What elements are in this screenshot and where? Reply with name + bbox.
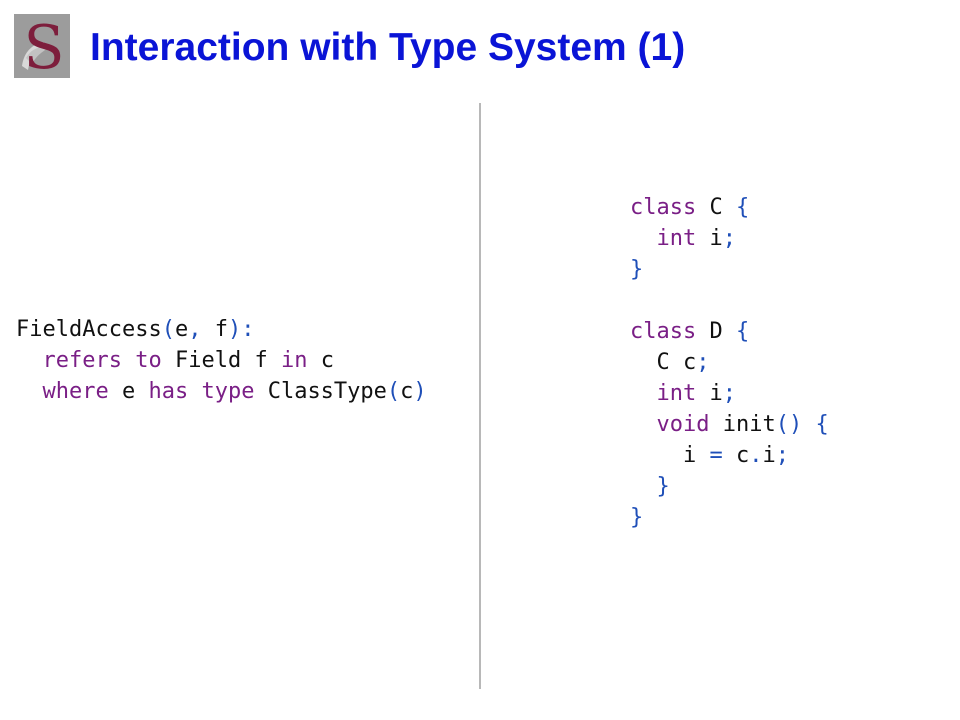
code-keyword: refers to [42, 348, 162, 373]
slide-title: Interaction with Type System (1) [90, 26, 686, 69]
code-token: C [656, 350, 670, 375]
code-token [307, 348, 320, 373]
code-token [723, 319, 736, 344]
code-token: e [174, 317, 189, 342]
code-token [135, 379, 148, 404]
code-token [696, 319, 709, 344]
code-token: i [682, 443, 697, 468]
code-punctuation: } [630, 257, 644, 282]
code-token: i [762, 443, 776, 468]
code-line: class C { [630, 192, 829, 223]
code-punctuation: ; [696, 350, 710, 375]
code-token [109, 379, 122, 404]
code-line: } [630, 471, 829, 502]
code-punctuation: ; [775, 443, 789, 468]
code-token: c [400, 379, 414, 404]
code-token: Field [174, 348, 242, 373]
code-line: class D { [630, 316, 829, 347]
code-token: c [320, 348, 334, 373]
code-token [268, 348, 281, 373]
code-token: f [254, 348, 268, 373]
field-access-rule-code: FieldAccess(e, f): refers to Field f in … [16, 314, 427, 407]
code-token: FieldAccess [16, 317, 162, 342]
column-divider [479, 103, 481, 689]
code-token: c [735, 443, 750, 468]
class-example-code: class C { int i;} class D { C c; int i; v… [630, 192, 829, 533]
code-token [630, 226, 657, 251]
code-token [630, 443, 683, 468]
code-punctuation: } [656, 474, 670, 499]
code-line: FieldAccess(e, f): [16, 314, 427, 345]
code-token: f [214, 317, 228, 342]
code-token: ClassType [267, 379, 387, 404]
code-token: D [709, 319, 723, 344]
code-token [16, 348, 43, 373]
code-token [630, 412, 657, 437]
code-keyword: where [42, 379, 109, 404]
code-token [696, 226, 709, 251]
code-token [670, 350, 683, 375]
code-token [696, 195, 709, 220]
code-token [241, 348, 254, 373]
code-punctuation: . [749, 443, 763, 468]
code-token [696, 381, 709, 406]
code-keyword: class [630, 195, 697, 220]
code-punctuation: ; [722, 226, 736, 251]
code-line: where e has type ClassType(c) [16, 376, 427, 407]
code-token: init [722, 412, 776, 437]
code-line: i = c.i; [630, 440, 829, 471]
code-keyword: has type [148, 379, 255, 404]
code-punctuation: { [735, 195, 750, 220]
code-punctuation: ) [413, 379, 427, 404]
code-punctuation: = [696, 443, 736, 468]
code-keyword: int [656, 381, 697, 406]
code-line: } [630, 502, 829, 533]
code-token: c [683, 350, 697, 375]
code-token [723, 195, 736, 220]
svg-text:S: S [23, 14, 64, 78]
code-punctuation: , [188, 317, 215, 342]
code-keyword: void [656, 412, 710, 437]
code-punctuation: { [815, 412, 829, 437]
code-line: refers to Field f in c [16, 345, 427, 376]
code-token [630, 381, 657, 406]
code-keyword: in [280, 348, 308, 373]
code-punctuation: ): [227, 317, 255, 342]
code-token: C [709, 195, 723, 220]
code-punctuation: } [630, 505, 644, 530]
code-punctuation: { [735, 319, 750, 344]
code-token [630, 350, 657, 375]
stellenbosch-s-logo-icon: S [14, 13, 70, 83]
code-token [630, 474, 657, 499]
code-line: int i; [630, 223, 829, 254]
code-token: i [709, 226, 723, 251]
code-token [709, 412, 722, 437]
code-token [162, 348, 175, 373]
code-token [16, 379, 43, 404]
code-token [802, 412, 815, 437]
code-punctuation: ( [161, 317, 175, 342]
code-punctuation: () [775, 412, 803, 437]
code-line: } [630, 254, 829, 285]
code-line [630, 285, 829, 316]
code-keyword: int [656, 226, 697, 251]
code-token [254, 379, 267, 404]
code-line: C c; [630, 347, 829, 378]
code-punctuation: ( [386, 379, 401, 404]
code-line: int i; [630, 378, 829, 409]
code-token: i [709, 381, 723, 406]
code-line: void init() { [630, 409, 829, 440]
code-token: e [121, 379, 136, 404]
code-punctuation: ; [722, 381, 736, 406]
code-keyword: class [630, 319, 697, 344]
